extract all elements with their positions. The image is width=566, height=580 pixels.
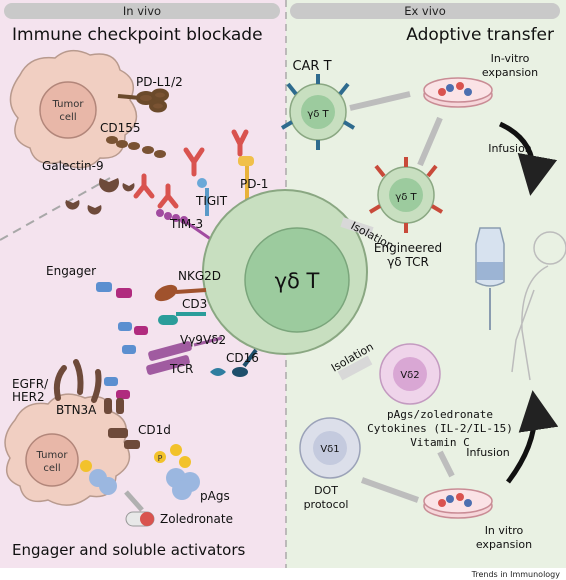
iv-bag <box>475 227 505 330</box>
nkg2d-receptor <box>154 284 207 302</box>
phosphate-icons <box>80 444 191 472</box>
cd16-label: CD16 <box>226 351 259 365</box>
tim3-label: TIM-3 <box>169 217 203 231</box>
tcr-label: TCR <box>169 362 193 376</box>
egfr-label-1: EGFR/ <box>12 377 49 391</box>
cd3-receptor <box>158 312 206 325</box>
gd-t-label: γδ T <box>275 269 320 293</box>
cd16-receptor <box>210 348 258 377</box>
petri-dish-top <box>423 77 493 108</box>
engineered-cell <box>368 157 444 233</box>
vd1-to-dish-arrow <box>360 477 420 503</box>
vg9vd2-label: Vγ9Vδ2 <box>180 333 226 347</box>
nkg2d-label: NKG2D <box>178 269 221 283</box>
isolation-bottom-arrow <box>337 355 373 381</box>
vd1-label: Vδ1 <box>320 444 339 455</box>
tumor-label-top-2: cell <box>59 112 76 123</box>
petri-dish-bottom <box>423 488 493 519</box>
engager-label: Engager <box>46 264 96 278</box>
zoledronate-arrow <box>124 490 144 512</box>
pags-label: pAgs <box>200 489 230 503</box>
car-t-cell <box>280 74 356 150</box>
infusion-bottom-arrow <box>506 390 559 484</box>
isolation-top-arrow <box>340 217 374 237</box>
tigit-label: TIGIT <box>195 194 228 208</box>
tumor-nucleus-top <box>39 81 97 139</box>
tumor-label-top-1: Tumor <box>52 99 85 110</box>
btn3a-receptor <box>104 398 124 414</box>
dot-label-1: DOT <box>314 484 338 497</box>
expansion-bottom-2: expansion <box>476 538 532 551</box>
activators-3: Vitamin C <box>410 436 470 449</box>
vd2-label: Vδ2 <box>400 370 419 381</box>
infusion-bottom-label: Infusion <box>466 446 510 459</box>
tumor-label-bottom-1: Tumor <box>36 450 69 461</box>
ex-vivo-header: Ex vivo <box>404 4 446 18</box>
btn3a-label: BTN3A <box>56 403 97 417</box>
engineered-label-1: Engineered <box>374 241 442 255</box>
car-t-label: CAR T <box>292 59 331 74</box>
pd1-receptor <box>238 156 254 216</box>
expansion-bottom-1: In vitro <box>485 524 524 537</box>
p-marker: P <box>158 454 163 463</box>
egfr-her2 <box>53 359 102 403</box>
vd2-cell <box>379 343 441 405</box>
cd155-label: CD155 <box>100 121 141 135</box>
icb-title: Immune checkpoint blockade <box>12 25 263 45</box>
car-cell-label: γδ T <box>307 109 329 120</box>
diagonal-divider <box>0 177 111 241</box>
cd3-label: CD3 <box>182 297 207 311</box>
pdl1-ligand <box>117 88 169 113</box>
expansion-top-1: In-vitro <box>491 52 530 65</box>
tim3-receptor <box>156 209 213 242</box>
zoledronate-label: Zoledronate <box>160 512 233 526</box>
engineered-label-2: γδ TCR <box>387 255 429 269</box>
ex-vivo-header-bar <box>290 3 560 19</box>
car-to-dish-arrow <box>349 91 411 111</box>
adoptive-title: Adoptive transfer <box>406 25 554 45</box>
engager-molecule <box>96 282 132 298</box>
activators-2: Cytokines (IL-2/IL-15) <box>367 422 513 435</box>
engager-title: Engager and soluble activators <box>12 541 246 559</box>
in-vivo-header: In vivo <box>123 4 161 18</box>
vg9vd2-tcr <box>146 336 223 375</box>
activators-1: pAgs/zoledronate <box>387 408 493 421</box>
gd-t-nucleus <box>244 227 350 333</box>
eng-to-dish-arrow <box>417 116 443 167</box>
journal-footer: Trends in Immunology <box>471 570 561 579</box>
engineered-cell-label: γδ T <box>395 192 417 203</box>
infusion-top-label: Infusion <box>488 142 532 155</box>
pd1-label: PD-1 <box>240 177 268 191</box>
expansion-top-2: expansion <box>482 66 538 79</box>
egfr-label-2: HER2 <box>12 390 45 404</box>
engager-on-tcr <box>104 322 148 399</box>
galectin9-ligands <box>65 178 135 215</box>
galectin9-label: Galectin-9 <box>42 159 104 173</box>
tigit-receptor <box>197 178 209 216</box>
vd1-cell <box>299 417 361 479</box>
tumor-label-bottom-2: cell <box>43 463 60 474</box>
cd1d-label: CD1d <box>138 423 171 437</box>
cd1d-molecule <box>108 428 140 449</box>
zoledronate-pill <box>125 511 155 527</box>
activator-to-dish-arrow <box>437 450 455 478</box>
pags-cluster <box>89 468 200 500</box>
patient-silhouette <box>511 231 566 381</box>
tumor-nucleus-bottom <box>25 433 79 487</box>
dot-label-2: protocol <box>304 498 349 511</box>
cd155-ligand <box>106 136 166 158</box>
infusion-top-arrow <box>498 121 558 196</box>
pdl1-label: PD-L1/2 <box>136 75 183 89</box>
in-vivo-header-bar <box>4 3 280 19</box>
antibodies-checkpoint <box>133 129 249 209</box>
